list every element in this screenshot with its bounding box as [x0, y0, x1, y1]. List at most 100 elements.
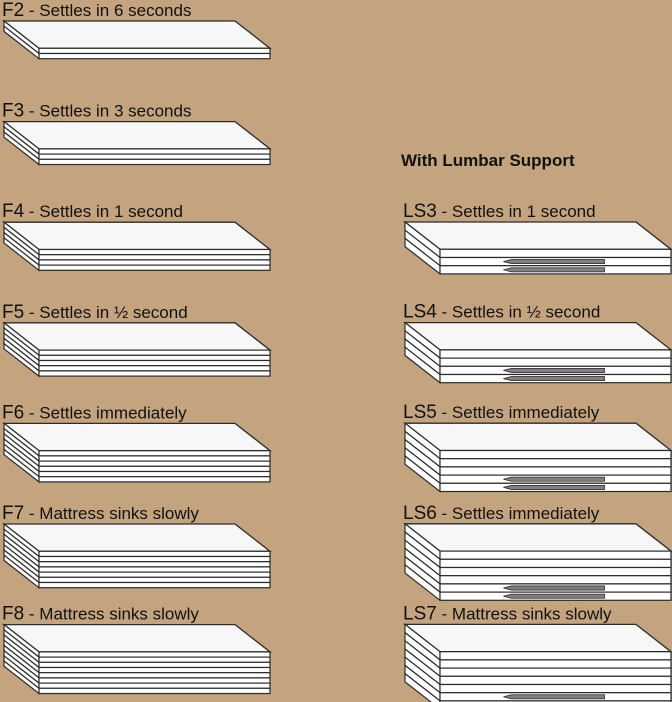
stack-top-face	[2, 322, 272, 351]
lumbar-item-ls3: LS3 - Settles in 1 second	[403, 201, 672, 276]
stack-layer	[439, 659, 672, 669]
stack-layer	[439, 667, 672, 677]
stack-layer	[38, 370, 271, 377]
item-f2: F2 - Settles in 6 seconds	[2, 0, 272, 60]
item-f6: F6 - Settles immediately	[2, 402, 272, 484]
item-description: - Settles in ½ second	[24, 303, 187, 322]
stack-layer	[439, 683, 672, 694]
item-code: F8	[2, 604, 24, 625]
stack-layer-end	[404, 672, 441, 702]
stack-layer	[38, 576, 271, 584]
item-label: F4 - Settles in 1 second	[2, 201, 183, 222]
stack-layer	[38, 365, 271, 372]
item-description: - Mattress sinks slowly	[24, 504, 199, 523]
stack-layer	[38, 359, 271, 367]
stack-layer	[38, 672, 271, 679]
lumbar-insert	[503, 585, 605, 591]
item-label: F6 - Settles immediately	[2, 402, 187, 423]
stack-layer	[439, 357, 672, 367]
item-description: - Settles in 6 seconds	[24, 1, 191, 20]
item-description: - Settles in ½ second	[437, 303, 600, 322]
item-code: F6	[2, 402, 24, 423]
stack-layer	[38, 153, 271, 160]
item-code: F7	[2, 503, 24, 524]
item-label: F2 - Settles in 6 seconds	[2, 0, 191, 21]
item-code: F2	[2, 0, 24, 21]
stack-layer	[38, 259, 271, 266]
stack-layer	[38, 460, 271, 467]
item-f5: F5 - Settles in ½ second	[2, 302, 272, 378]
item-description: - Settles in 1 second	[24, 202, 183, 221]
stack-top-face	[2, 221, 272, 251]
item-f8: F8 - Mattress sinks slowly	[2, 604, 272, 695]
item-code: LS4	[403, 302, 437, 323]
stack-layer	[439, 558, 672, 569]
item-label: LS4 - Settles in ½ second	[403, 302, 600, 323]
item-label: F3 - Settles in 3 seconds	[2, 101, 191, 122]
lumbar-item-ls5: LS5 - Settles immediately	[403, 402, 672, 493]
stack-layer	[439, 675, 672, 686]
stack-top-face	[2, 523, 272, 552]
lumbar-insert	[503, 593, 605, 599]
stack-layer	[439, 651, 672, 661]
stack-layer	[38, 254, 271, 261]
lumbar-item-ls7: LS7 - Mattress sinks slowly	[403, 603, 672, 702]
stack-layer	[38, 349, 271, 356]
stack-layer	[439, 550, 672, 560]
item-description: - Settles immediately	[437, 403, 600, 422]
stack-layer	[439, 458, 672, 468]
stack-top-face	[403, 221, 672, 250]
item-code: F4	[2, 201, 25, 222]
stack-top-face	[403, 422, 672, 452]
stack-layer	[439, 449, 672, 460]
item-label: LS7 - Mattress sinks slowly	[403, 603, 612, 624]
stack-layer	[38, 561, 271, 568]
stack-layer	[38, 661, 271, 669]
stack-layer	[38, 450, 271, 457]
item-code: LS3	[403, 201, 437, 222]
item-label: F5 - Settles in ½ second	[2, 302, 188, 323]
stack-layer	[38, 148, 271, 155]
stack-layer	[38, 476, 271, 483]
stack-layer	[38, 555, 271, 563]
item-code: F3	[2, 101, 24, 122]
lumbar-insert	[503, 267, 605, 273]
item-code: LS5	[403, 402, 437, 423]
stack-layer	[38, 248, 271, 256]
lumbar-insert	[503, 484, 605, 490]
stack-layer	[38, 656, 271, 663]
item-code: LS7	[403, 603, 437, 624]
item-f4: F4 - Settles in 1 second	[2, 201, 272, 272]
item-description: - Settles immediately	[24, 403, 187, 422]
item-description: - Settles immediately	[437, 504, 600, 523]
stack-layer	[38, 158, 271, 166]
stack-layer	[439, 566, 672, 577]
stack-layer	[38, 465, 271, 473]
stack-layer	[38, 682, 271, 689]
item-label: LS3 - Settles in 1 second	[403, 201, 596, 222]
stack-top-face	[2, 623, 272, 653]
stack-layer	[38, 550, 271, 558]
stack-layer	[439, 700, 672, 702]
stack-top-face	[403, 321, 672, 351]
stack-layer	[38, 687, 271, 695]
stack-layer	[38, 677, 271, 684]
lumbar-insert	[503, 694, 605, 700]
stack-layer	[38, 354, 271, 362]
lumbar-insert	[503, 376, 605, 382]
item-label: LS5 - Settles immediately	[403, 402, 600, 423]
stack-layer	[439, 575, 672, 585]
stack-layer	[38, 47, 271, 55]
lumbar-item-ls6: LS6 - Settles immediately	[403, 503, 672, 602]
stack-top-face	[2, 422, 272, 452]
stack-layer	[38, 571, 271, 578]
item-description: - Settles in 3 seconds	[24, 102, 191, 121]
stack-layer	[439, 349, 672, 359]
item-label: LS6 - Settles immediately	[403, 503, 600, 524]
stack-layer	[38, 52, 271, 60]
stack-layer	[38, 666, 271, 674]
stack-layer	[38, 470, 271, 478]
stack-top-face	[2, 20, 272, 49]
